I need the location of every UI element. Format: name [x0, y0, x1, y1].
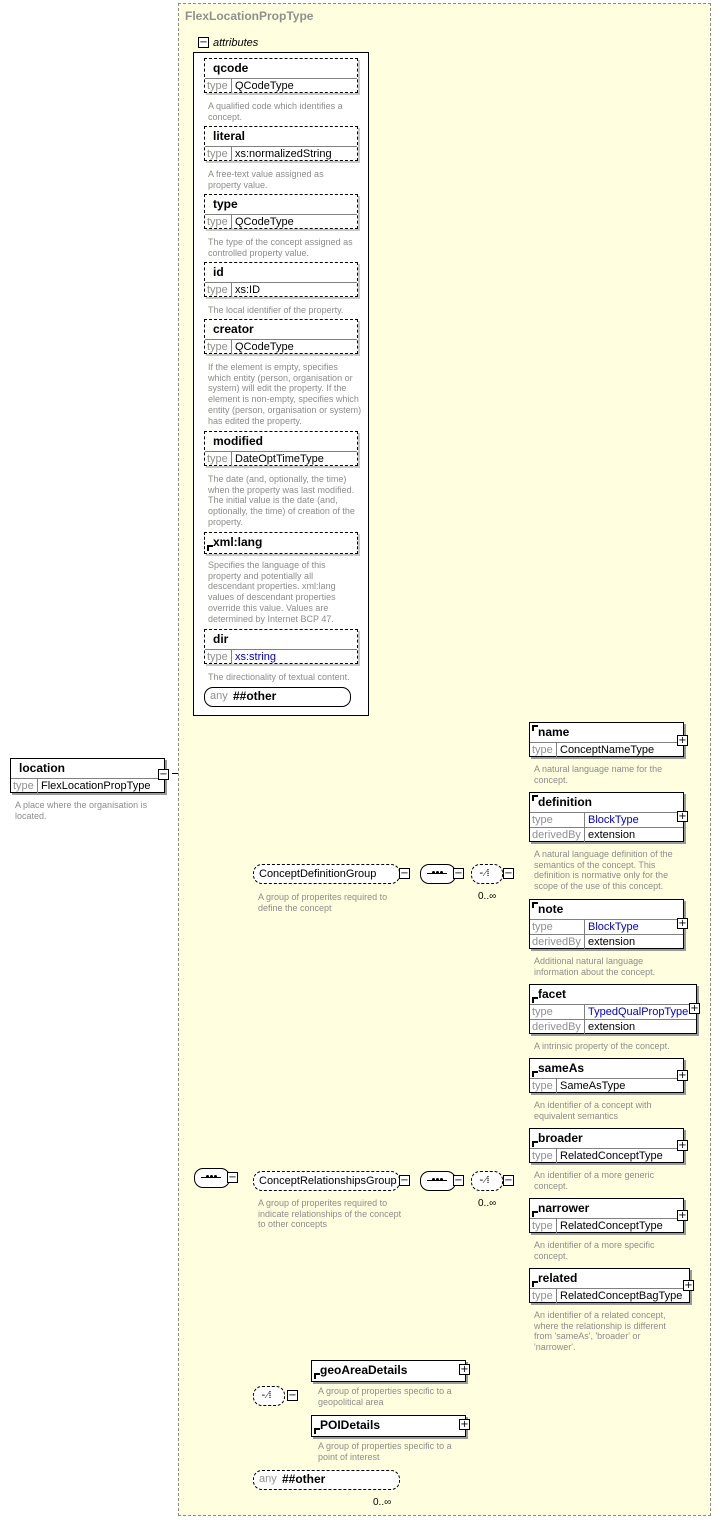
reference-arrow-icon: [532, 1281, 538, 1287]
cardinality-label: 0..∞: [478, 1198, 497, 1209]
connector-line: [172, 773, 183, 774]
element-doc: Additional natural language information …: [534, 956, 656, 977]
expand-related-icon[interactable]: +: [683, 1280, 694, 1291]
attribute-xml-lang[interactable]: xml:lang: [204, 532, 358, 554]
collapse-choice-icon[interactable]: −: [287, 1390, 298, 1401]
reference-arrow-icon: [532, 997, 538, 1003]
element-doc: An identifier of a concept with equivale…: [534, 1100, 652, 1121]
attribute-doc: Specifies the language of this property …: [208, 560, 336, 624]
reference-arrow-icon: [314, 1373, 320, 1379]
expand-name-icon[interactable]: +: [677, 735, 688, 746]
cardinality-label: 0..∞: [478, 891, 497, 902]
expand-facet-icon[interactable]: +: [689, 1003, 700, 1014]
element-doc: An identifier of a more generic concept.: [534, 1170, 655, 1191]
any-other-element[interactable]: any ##other: [253, 1470, 400, 1490]
collapse-sequence-icon[interactable]: −: [453, 868, 464, 879]
reference-arrow-icon: [532, 795, 538, 801]
reference-arrow-icon: [532, 1071, 538, 1077]
expand-sameAs-icon[interactable]: +: [677, 1070, 688, 1081]
attribute-doc: A qualified code which identifies a conc…: [208, 101, 343, 122]
choice-compositor[interactable]: -⁄⁞: [471, 1171, 503, 1191]
group-geoAreaDetails[interactable]: geoAreaDetails: [311, 1360, 466, 1382]
expand-broader-icon[interactable]: +: [677, 1140, 688, 1151]
expand-definition-icon[interactable]: +: [677, 811, 688, 822]
attributes-panel: [193, 52, 369, 716]
reference-arrow-icon: [532, 1141, 538, 1147]
element-doc: A natural language definition of the sem…: [534, 849, 673, 892]
attribute-doc: The type of the concept assigned as cont…: [208, 237, 353, 258]
group-POIDetails[interactable]: POIDetails: [311, 1415, 466, 1437]
collapse-choice-icon[interactable]: −: [503, 868, 514, 879]
group-concept-relationships[interactable]: ConceptRelationshipsGroup: [253, 1171, 400, 1191]
element-doc: A natural language name for the concept.: [534, 764, 663, 785]
attribute-doc: The date (and, optionally, the time) whe…: [208, 474, 355, 527]
group-doc: A group of properites required to define…: [258, 892, 388, 913]
attribute-doc: A free-text value assigned as property v…: [208, 169, 324, 190]
collapse-attributes-icon[interactable]: −: [198, 37, 209, 48]
attributes-label: attributes: [213, 37, 259, 49]
collapse-sequence-icon[interactable]: −: [453, 1175, 464, 1186]
root-element-doc: A place where the organisation is locate…: [15, 800, 148, 821]
expand-note-icon[interactable]: +: [677, 918, 688, 929]
reference-arrow-icon: [532, 902, 538, 908]
reference-arrow-icon: [532, 1211, 538, 1217]
choice-compositor[interactable]: -⁄⁞: [471, 864, 503, 884]
collapse-location-icon[interactable]: −: [158, 769, 169, 780]
complex-type-title: FlexLocationPropType: [185, 9, 314, 23]
cardinality-label: 0..∞: [373, 1497, 392, 1508]
reference-arrow-icon: [532, 725, 538, 731]
expand-narrower-icon[interactable]: +: [677, 1210, 688, 1221]
sequence-compositor[interactable]: [420, 864, 456, 884]
expand-POIDetails-icon[interactable]: +: [459, 1419, 470, 1430]
group-concept-definition[interactable]: ConceptDefinitionGroup: [253, 864, 400, 884]
element-doc: A intrinsic property of the concept.: [534, 1041, 670, 1051]
group-doc: A group of properties specific to a geop…: [318, 1386, 452, 1407]
attribute-doc: The local identifier of the property.: [208, 305, 344, 315]
group-doc: A group of properites required to indica…: [258, 1198, 402, 1230]
group-doc: A group of properties specific to a poin…: [318, 1441, 452, 1462]
element-doc: An identifier of a more specific concept…: [534, 1240, 655, 1261]
choice-compositor[interactable]: -⁄⁞: [253, 1386, 285, 1406]
collapse-group-icon[interactable]: −: [399, 868, 410, 879]
any-other-attribute[interactable]: any ##other: [204, 687, 351, 707]
expand-geoAreaDetails-icon[interactable]: +: [459, 1364, 470, 1375]
collapse-sequence-icon[interactable]: −: [227, 1172, 238, 1183]
attribute-doc: If the element is empty, specifies which…: [208, 362, 362, 426]
sequence-compositor[interactable]: [194, 1168, 230, 1188]
reference-arrow-icon: [314, 1428, 320, 1434]
collapse-group-icon[interactable]: −: [399, 1175, 410, 1186]
collapse-choice-icon[interactable]: −: [503, 1175, 514, 1186]
element-doc: An identifier of a related concept, wher…: [534, 1310, 666, 1353]
reference-arrow-icon: [207, 545, 213, 551]
sequence-compositor[interactable]: [420, 1171, 456, 1191]
attribute-doc: The directionality of textual content.: [208, 672, 350, 682]
